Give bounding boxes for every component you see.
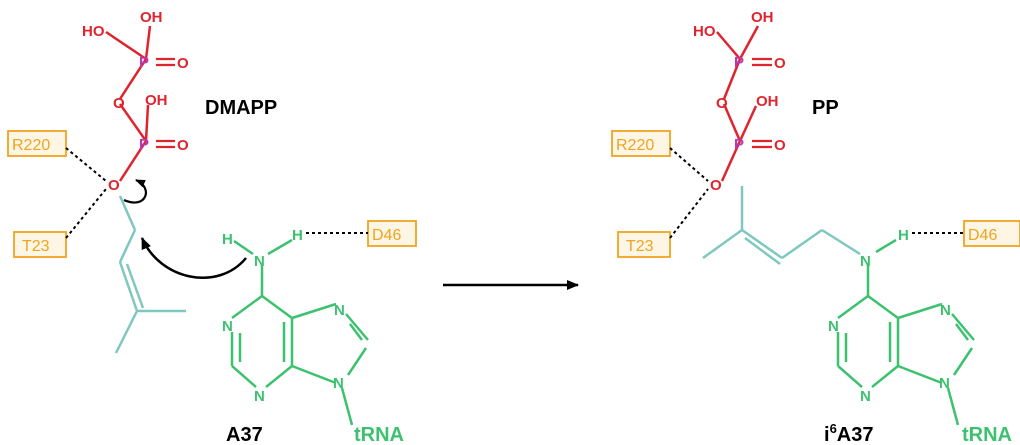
svg-text:OH: OH xyxy=(751,9,774,26)
prenyl-chain xyxy=(702,186,861,266)
residue-t23: T23 xyxy=(13,231,67,258)
residue-t23: T23 xyxy=(617,231,671,258)
phosphorus-label: P xyxy=(139,136,149,153)
ester-oxygen-label: O xyxy=(108,177,120,194)
svg-text:N: N xyxy=(939,375,950,392)
svg-text:T23: T23 xyxy=(626,238,654,255)
svg-text:N: N xyxy=(828,318,839,335)
svg-text:N: N xyxy=(860,253,871,270)
bridge-oxygen-label: O xyxy=(113,95,125,112)
svg-text:D46: D46 xyxy=(968,227,997,244)
trna-label: tRNA xyxy=(354,424,404,445)
svg-text:N: N xyxy=(334,302,345,319)
svg-text:N: N xyxy=(940,302,951,319)
svg-text:OH: OH xyxy=(756,93,779,110)
prenyl-chain xyxy=(114,195,186,354)
svg-text:HO: HO xyxy=(693,23,716,40)
phosphorus-label: P xyxy=(139,54,149,71)
svg-text:O: O xyxy=(710,177,722,194)
adenine-a37: H N H N N N N A37 tRNA xyxy=(222,227,404,445)
hydrogen-bonds xyxy=(669,147,964,239)
i6a37-name: i6A37 xyxy=(824,421,874,445)
residue-d46: D46 xyxy=(367,220,417,247)
svg-text:R220: R220 xyxy=(12,137,50,154)
svg-text:R220: R220 xyxy=(616,137,654,154)
adenine-i6a37: N H N N N N i6A37 tRNA xyxy=(824,227,1012,445)
svg-text:H: H xyxy=(292,227,303,244)
svg-text:H: H xyxy=(222,231,233,248)
svg-text:T23: T23 xyxy=(22,238,50,255)
curved-arrow-nucleophilic-attack xyxy=(140,237,247,279)
svg-text:D46: D46 xyxy=(372,227,401,244)
residue-r220: R220 xyxy=(611,130,671,157)
svg-text:N: N xyxy=(333,375,344,392)
residue-d46: D46 xyxy=(963,220,1020,247)
product-panel: HO OH P O O OH P O O PP R220 T23 D46 xyxy=(611,9,1020,445)
pyrophosphate-molecule: HO OH P O O OH P O O PP xyxy=(693,9,839,194)
pp-name: PP xyxy=(812,97,839,119)
svg-text:O: O xyxy=(716,95,728,112)
svg-text:N: N xyxy=(254,388,265,405)
hydroxyl-label: OH xyxy=(140,9,163,26)
svg-text:N: N xyxy=(222,318,233,335)
residue-r220: R220 xyxy=(7,130,67,157)
hydroxyl-label: OH xyxy=(145,92,168,109)
curved-arrow-bond-cleavage xyxy=(123,178,147,204)
svg-text:N: N xyxy=(860,388,871,405)
svg-text:P: P xyxy=(734,136,744,153)
hydroxyl-label: HO xyxy=(82,23,105,40)
svg-text:H: H xyxy=(898,227,909,244)
oxo-label: O xyxy=(177,55,189,72)
dmapp-name: DMAPP xyxy=(205,97,277,119)
svg-text:P: P xyxy=(734,54,744,71)
reactant-panel: HO OH P O O OH P O O DMAPP R220 xyxy=(7,9,417,445)
trna-label: tRNA xyxy=(962,424,1012,445)
svg-text:O: O xyxy=(774,137,786,154)
double-bond-po xyxy=(156,57,175,149)
oxo-label: O xyxy=(177,137,189,154)
svg-text:N: N xyxy=(254,253,265,270)
svg-text:O: O xyxy=(774,55,786,72)
a37-name: A37 xyxy=(226,424,263,445)
hydrogen-bonds xyxy=(65,147,368,239)
dmapp-molecule: HO OH P O O OH P O O DMAPP xyxy=(82,9,277,354)
